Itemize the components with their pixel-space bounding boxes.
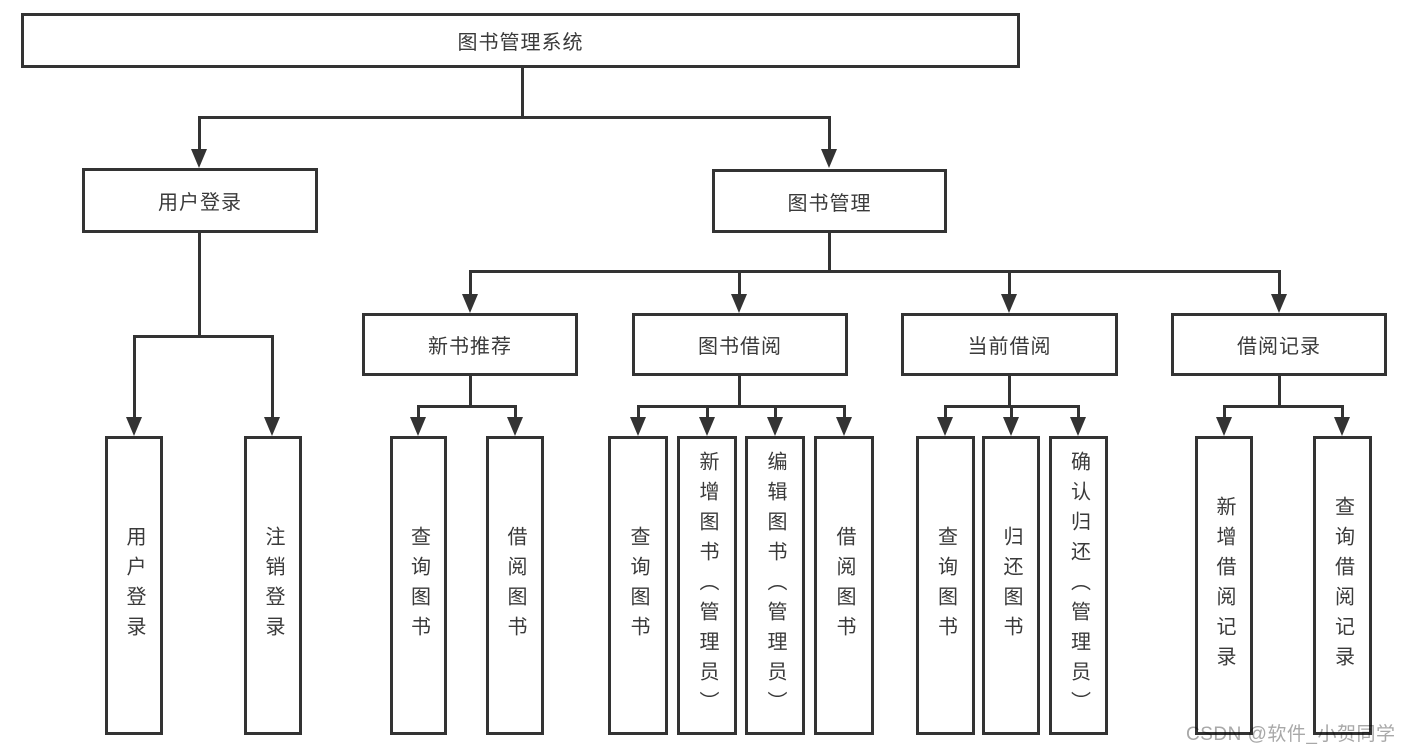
connector-leaf-drop-line xyxy=(1076,408,1080,420)
leaf-confirm-return-admin: 确认归还（管理员） xyxy=(1049,436,1108,735)
connector-recommend-stem-line xyxy=(468,376,472,408)
connector-records-stem-line xyxy=(1277,376,1281,408)
connector-level3-bus-line xyxy=(468,270,1281,273)
arrow-down-icon xyxy=(126,417,142,436)
leaf-label: 借阅图书 xyxy=(504,525,526,646)
connector-book-mgmt-drop-line xyxy=(827,119,831,151)
node-library-system: 图书管理系统 xyxy=(21,13,1020,68)
connector-root-stem-line xyxy=(520,68,524,119)
arrow-down-icon xyxy=(1070,417,1086,436)
arrow-down-icon xyxy=(937,417,953,436)
connector-level3-drop-line xyxy=(1007,273,1011,296)
node-book-borrowing: 图书借阅 xyxy=(632,313,848,376)
arrow-down-icon xyxy=(462,294,478,313)
node-current-borrowing: 当前借阅 xyxy=(901,313,1118,376)
leaf-logout-login: 注销登录 xyxy=(244,436,302,735)
leaf-label: 归还图书 xyxy=(1000,525,1022,646)
leaf-query-borrow-record: 查询借阅记录 xyxy=(1313,436,1372,735)
node-borrowing-records: 借阅记录 xyxy=(1171,313,1387,376)
leaf-label: 查询借阅记录 xyxy=(1331,495,1354,676)
arrow-down-icon xyxy=(836,417,852,436)
leaf-label: 确认归还（管理员） xyxy=(1067,450,1090,721)
leaf-add-books-admin: 新增图书（管理员） xyxy=(677,436,737,735)
connector-user-login-bus-line xyxy=(132,335,274,338)
connector-leaf-drop-line xyxy=(1222,408,1226,420)
connector-borrowing-bus-line xyxy=(636,405,846,408)
connector-book-mgmt-stem-line xyxy=(827,233,831,273)
connector-user-login-stem-line xyxy=(197,233,201,338)
connector-current-stem-line xyxy=(1007,376,1011,408)
arrow-down-icon xyxy=(630,417,646,436)
connector-leaf-drop-line xyxy=(1340,408,1344,420)
arrow-down-icon xyxy=(1271,294,1287,313)
leaf-query-books-under-current: 查询图书 xyxy=(916,436,975,735)
arrow-down-icon xyxy=(507,417,523,436)
connector-current-bus-line xyxy=(943,405,1080,408)
connector-leaf-drop-line xyxy=(943,408,947,420)
leaf-user-login: 用户登录 xyxy=(105,436,163,735)
node-user-login: 用户登录 xyxy=(82,168,318,233)
connector-leaf-drop-line xyxy=(132,338,136,420)
node-new-book-recommendation: 新书推荐 xyxy=(362,313,578,376)
leaf-label: 编辑图书（管理员） xyxy=(764,450,786,721)
leaf-label: 查询图书 xyxy=(407,525,430,646)
leaf-label: 用户登录 xyxy=(123,525,145,646)
arrow-down-icon xyxy=(821,149,837,168)
arrow-down-icon xyxy=(767,417,783,436)
watermark-text: CSDN @软件_小贺同学 xyxy=(1186,724,1396,745)
connector-level3-drop-line xyxy=(1277,273,1281,296)
leaf-label: 查询图书 xyxy=(934,525,957,646)
connector-leaf-drop-line xyxy=(270,338,274,420)
connector-borrowing-stem-line xyxy=(737,376,741,408)
arrow-down-icon xyxy=(731,294,747,313)
leaf-add-borrow-record: 新增借阅记录 xyxy=(1195,436,1253,735)
leaf-query-books-under-recommend: 查询图书 xyxy=(390,436,447,735)
arrow-down-icon xyxy=(191,149,207,168)
connector-level3-drop-line xyxy=(468,273,472,296)
connector-records-bus-line xyxy=(1222,405,1344,408)
leaf-label: 新增图书（管理员） xyxy=(696,450,718,721)
leaf-label: 借阅图书 xyxy=(833,525,855,646)
connector-leaf-drop-line xyxy=(1009,408,1013,420)
connector-leaf-drop-line xyxy=(842,408,846,420)
leaf-label: 查询图书 xyxy=(627,525,649,646)
connector-level2-bus-line xyxy=(197,116,831,119)
connector-level3-drop-line xyxy=(737,273,741,296)
arrow-down-icon xyxy=(410,417,426,436)
arrow-down-icon xyxy=(1216,417,1232,436)
arrow-down-icon xyxy=(264,417,280,436)
connector-user-login-drop-line xyxy=(197,119,201,151)
leaf-return-books: 归还图书 xyxy=(982,436,1040,735)
leaf-borrow-books-under-recommend: 借阅图书 xyxy=(486,436,544,735)
arrow-down-icon xyxy=(1001,294,1017,313)
arrow-down-icon xyxy=(1003,417,1019,436)
leaf-label: 新增借阅记录 xyxy=(1213,495,1235,676)
leaf-edit-books-admin: 编辑图书（管理员） xyxy=(745,436,805,735)
node-book-management: 图书管理 xyxy=(712,169,947,233)
connector-leaf-drop-line xyxy=(513,408,517,420)
connector-leaf-drop-line xyxy=(773,408,777,420)
connector-recommend-bus-line xyxy=(416,405,517,408)
connector-leaf-drop-line xyxy=(416,408,420,420)
leaf-query-books-under-borrowing: 查询图书 xyxy=(608,436,668,735)
leaf-label: 注销登录 xyxy=(262,525,284,646)
connector-leaf-drop-line xyxy=(705,408,709,420)
leaf-borrow-books-under-borrowing: 借阅图书 xyxy=(814,436,874,735)
arrow-down-icon xyxy=(1334,417,1350,436)
connector-leaf-drop-line xyxy=(636,408,640,420)
arrow-down-icon xyxy=(699,417,715,436)
